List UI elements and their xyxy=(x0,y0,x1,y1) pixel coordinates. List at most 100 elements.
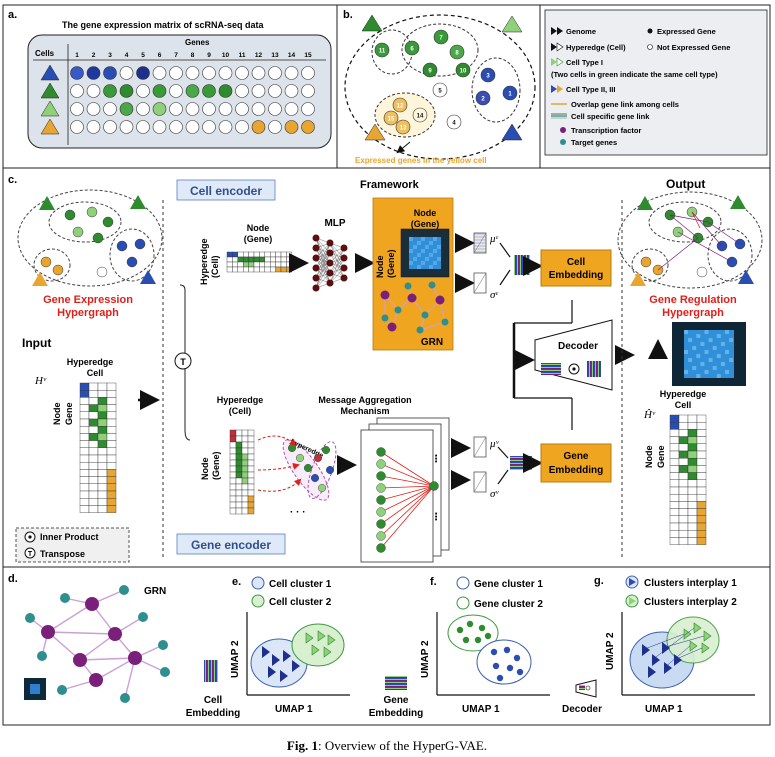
legend-target: Target genes xyxy=(571,138,617,147)
matrix-cell xyxy=(106,404,117,413)
matrix-cell xyxy=(235,477,243,485)
regulation-edge xyxy=(707,221,741,245)
panel-d-cell-embedding-thumb xyxy=(204,660,218,682)
cell-mark-cluster-1 xyxy=(268,666,276,678)
gene-node-number: 3 xyxy=(486,74,490,80)
matrix-cell xyxy=(235,501,243,509)
mlp-neuron xyxy=(340,254,348,262)
interplay-mark-1 xyxy=(674,654,682,666)
matrix-cell xyxy=(247,471,255,479)
gene-dot xyxy=(301,120,315,134)
gene-dot xyxy=(103,84,117,98)
gene-dot xyxy=(268,102,282,116)
gene-dot xyxy=(152,84,167,98)
gene-dot xyxy=(70,120,84,134)
matrix-cell xyxy=(247,483,255,491)
grn-box-node-label: Node xyxy=(414,208,437,218)
matrix-cell xyxy=(286,261,292,268)
matrix-cell xyxy=(687,414,698,423)
matrix-cell xyxy=(687,537,698,545)
matrix-cell xyxy=(88,418,99,427)
interplay-2-label: Clusters interplay 2 xyxy=(644,597,737,608)
svg-text:T: T xyxy=(28,551,33,558)
matrix-cell xyxy=(264,256,271,263)
matrix-cell xyxy=(97,462,108,470)
matrix-cell xyxy=(247,495,255,503)
gene-number: 4 xyxy=(125,52,129,59)
grn-box-node-vert: Node xyxy=(375,256,385,279)
matrix-cell xyxy=(687,508,698,517)
target-node xyxy=(160,667,170,677)
aggregation-node xyxy=(376,531,386,541)
gene-dot xyxy=(169,66,183,80)
hyperedge-node xyxy=(314,454,323,463)
matrix-cell xyxy=(247,501,255,509)
matrix-cell xyxy=(696,450,707,459)
legend-expressed-gene: Expressed Gene xyxy=(657,27,716,36)
output-cell-label: Cell xyxy=(675,400,692,410)
gene-embedding-box xyxy=(540,443,612,483)
input-node-label: Node xyxy=(52,403,62,426)
gene-dot xyxy=(235,102,249,116)
matrix-cell xyxy=(97,397,108,405)
caption-text: : Overview of the HyperG-VAE. xyxy=(318,738,487,753)
matrix-cell xyxy=(106,433,117,441)
panel-f-gene-embedding-thumb xyxy=(385,676,407,690)
gene-number: 5 xyxy=(141,52,145,59)
matrix-cell xyxy=(678,458,689,466)
matrix-cell xyxy=(97,433,108,441)
gene-node-number: 5 xyxy=(438,89,442,95)
transpose-symbol: T xyxy=(180,357,186,367)
legend-genome: Genome xyxy=(566,27,596,36)
hyperedge-node xyxy=(288,444,297,453)
matrix-cell xyxy=(97,382,108,391)
mlp-neuron xyxy=(312,284,320,292)
cell-mark-cluster-2 xyxy=(323,646,332,658)
matrix-cell xyxy=(88,404,99,413)
gene-embedding-line1: Gene xyxy=(563,451,588,462)
matrix-cell xyxy=(696,443,707,452)
matrix-cell xyxy=(79,454,90,463)
matrix-cell xyxy=(669,537,680,545)
matrix-cell xyxy=(97,483,108,492)
cell-encoder-badge xyxy=(176,179,276,201)
transpose-label: Transpose xyxy=(40,549,85,559)
matrix-cell xyxy=(97,476,108,485)
gene-expression-hypergraph-line1: Gene Expression xyxy=(43,294,133,306)
panel-f-ylabel: UMAP 2 xyxy=(420,640,431,678)
gene-dot xyxy=(103,66,117,80)
matrix-cell xyxy=(229,453,237,461)
matrix-cell xyxy=(235,465,243,473)
matrix-cell xyxy=(248,261,255,268)
matrix-cell xyxy=(226,261,233,268)
matrix-cell xyxy=(696,458,707,466)
matrix-cell xyxy=(669,522,680,531)
matrix-cell xyxy=(696,494,707,502)
cell-cluster-2-ellipse xyxy=(291,623,345,667)
gene-node-number: 8 xyxy=(455,51,459,57)
matrix-cell xyxy=(286,256,292,263)
regulation-edge xyxy=(691,211,723,247)
matrix-cell xyxy=(79,476,90,485)
matrix-cell xyxy=(678,479,689,488)
mu-epsilon: μᵋ xyxy=(489,233,500,245)
panel-g-xlabel: UMAP 1 xyxy=(645,704,683,715)
gene-dot xyxy=(218,120,233,134)
gene-dot xyxy=(251,102,266,116)
matrix-cell xyxy=(229,441,237,449)
gene-dot xyxy=(185,102,200,116)
gene-dot xyxy=(301,66,315,80)
cell-encoder-cell-label: (Cell) xyxy=(210,255,220,278)
cell-triangle-blue xyxy=(501,123,523,141)
matrix-cell xyxy=(678,422,689,430)
matrix-cell xyxy=(669,458,680,466)
matrix-cell xyxy=(669,472,680,481)
gene-node xyxy=(422,62,438,78)
matrix-cell xyxy=(106,462,117,470)
matrix-cell xyxy=(687,530,698,538)
panel-g-decoder-label: Decoder xyxy=(562,704,602,715)
gene-node xyxy=(383,110,399,126)
svg-text:⋮: ⋮ xyxy=(431,512,441,523)
gene-dot xyxy=(251,66,266,80)
matrix-cell xyxy=(79,433,90,441)
